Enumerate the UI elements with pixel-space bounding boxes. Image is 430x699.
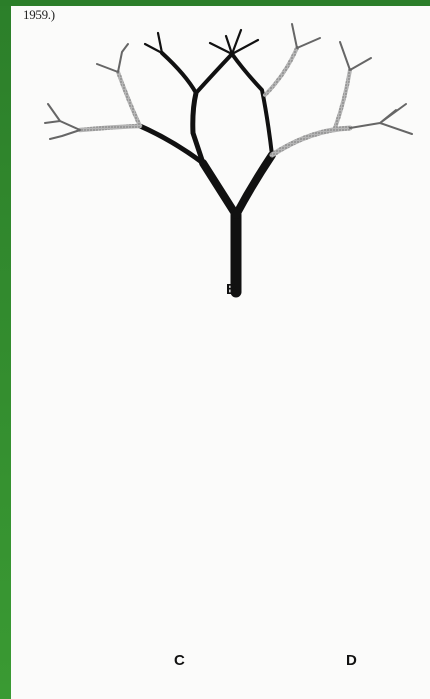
label-d: D [346,652,357,669]
tree-b-left-twig [145,33,162,53]
tree-b-right-twigs [292,24,320,48]
tree-b-fork-right [236,155,272,215]
tree-b-fork-left [203,163,236,215]
label-c: C [174,652,185,669]
tree-b [45,24,412,292]
tree-b-right-end-twigs [350,104,412,134]
tree-b-far-right-stip [335,70,350,128]
tree-b-left-main [193,93,203,163]
tree-b-far-right-twigs [340,42,371,70]
tree-b-left-upper-twigs [97,44,128,72]
tree-b-center-left [196,54,232,93]
tree-b-right-main [232,54,272,155]
label-b: B [226,281,237,298]
tree-b-left-stippled-twigs [45,104,80,139]
tree-b-right-up [265,48,297,95]
tree-b-left-up [162,53,196,93]
tree-b-center-twigs [210,30,258,54]
tree-b-left-stippled [80,126,140,130]
tree-b-right-stippled [272,128,350,155]
tree-b-left-upper-stip [118,72,140,126]
